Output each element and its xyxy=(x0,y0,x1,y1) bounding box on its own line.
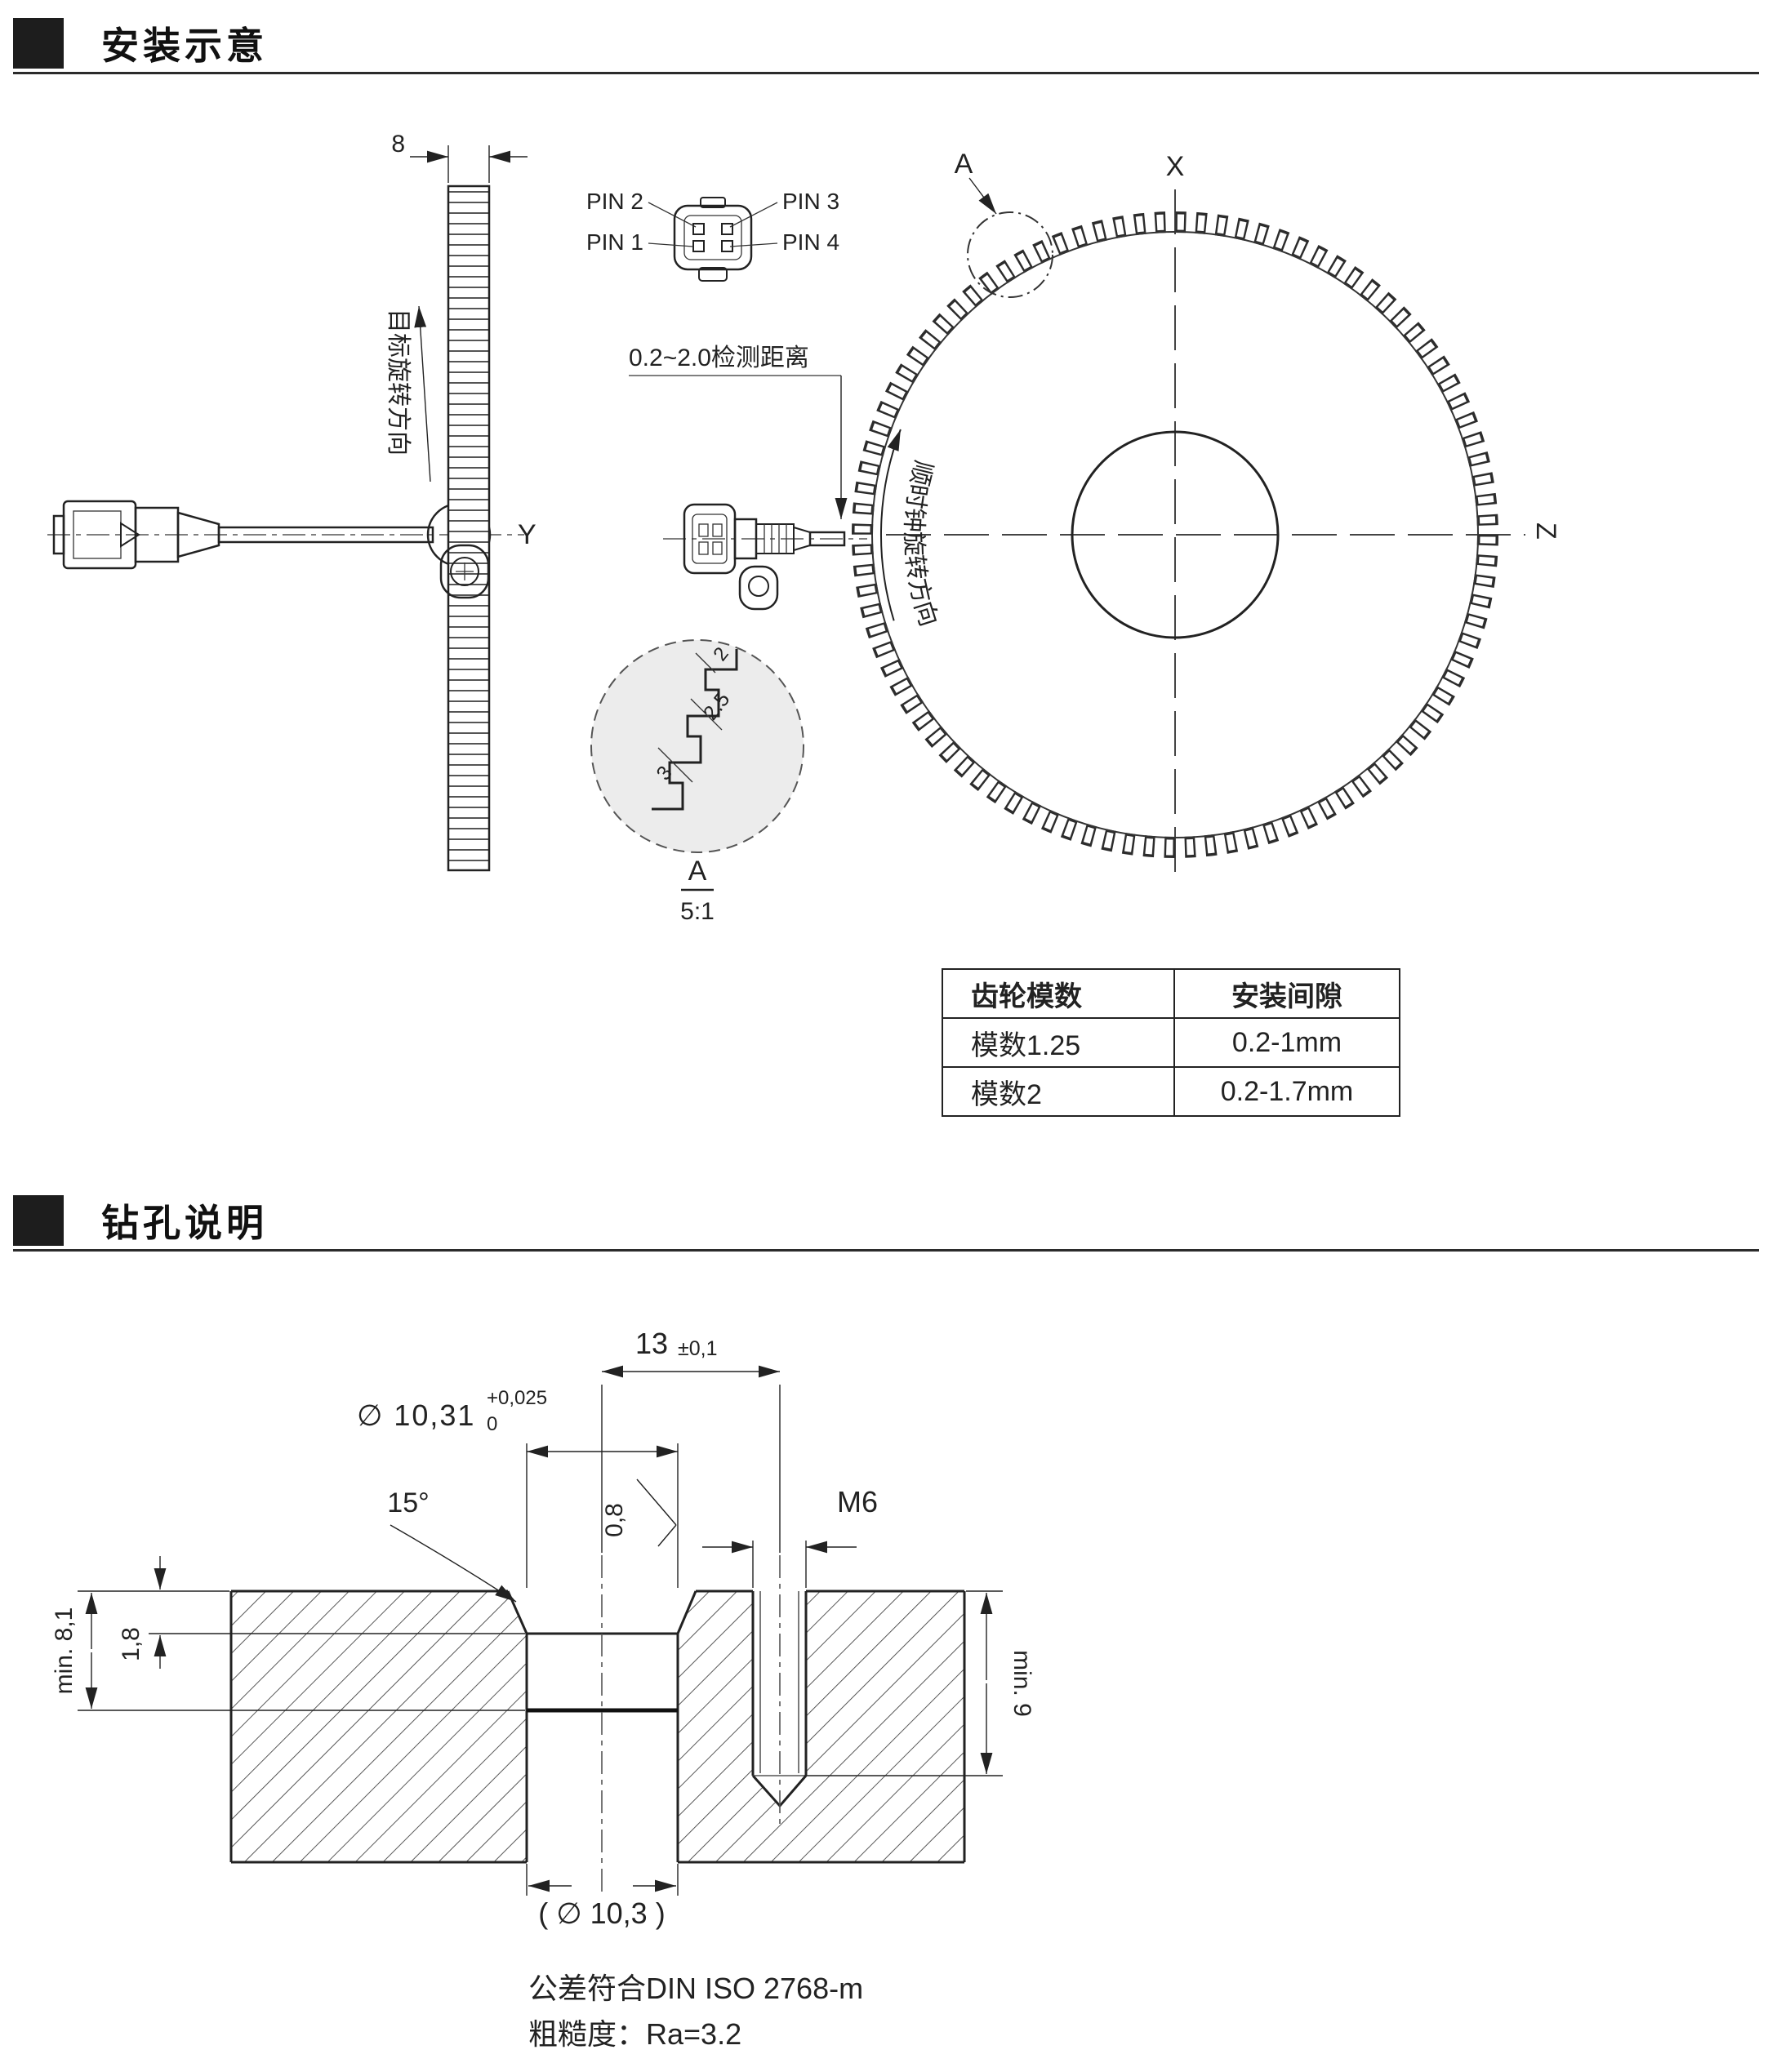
mounting-hole xyxy=(450,557,479,586)
connector-face-view: PIN 2 PIN 3 PIN 1 PIN 4 xyxy=(586,189,839,282)
pin-contact xyxy=(692,240,705,252)
axis-y-label: Y xyxy=(518,519,536,550)
bore-depth-value: min. 8,1 xyxy=(51,1607,78,1695)
pin1-label: PIN 1 xyxy=(586,229,643,255)
col-header-gap: 安装间隙 xyxy=(1173,968,1400,1019)
detail-view-circle xyxy=(590,639,804,853)
detail-callout-label: A xyxy=(955,149,973,180)
chamfer-angle-annotation: 15° xyxy=(387,1487,517,1603)
axis-z-label: Z xyxy=(1530,522,1561,540)
sensor-front-view xyxy=(663,503,867,611)
detail-title: A xyxy=(688,856,707,887)
rack-width-label: 8 xyxy=(391,131,405,158)
pin3-label: PIN 3 xyxy=(782,189,839,214)
drill-section-header: 钻孔说明 xyxy=(13,1194,268,1247)
table-row: 模数1.25 0.2-1mm xyxy=(942,1017,1400,1068)
detail-scale: 5:1 xyxy=(680,898,715,925)
cell-module: 模数2 xyxy=(942,1066,1175,1117)
gear-root-circle xyxy=(871,231,1479,838)
sensor-tip xyxy=(808,531,846,547)
bore-diameter-value: ∅ 10,31 xyxy=(357,1398,475,1432)
dimension-through-hole: ( ∅ 10,3 ) xyxy=(526,1864,679,1930)
col-header-module: 齿轮模数 xyxy=(942,968,1175,1019)
dim-13-tolerance: ±0,1 xyxy=(678,1337,717,1360)
tooth-profile xyxy=(652,649,738,811)
sensor-mounting-tab xyxy=(738,565,779,611)
detail-view-a: 2 2.5 3 A 5:1 xyxy=(590,639,804,925)
through-hole-value: ( ∅ 10,3 ) xyxy=(538,1896,665,1930)
dimension-thread: M6 xyxy=(702,1485,878,1588)
roughness-note: 粗糙度：Ra=3.2 xyxy=(528,2017,741,2051)
sensor-mounting-tab xyxy=(439,544,490,599)
dimension-chamfer-depth: 1,8 xyxy=(118,1556,525,1669)
hatched-material xyxy=(231,1591,964,1862)
surface-finish-symbol xyxy=(636,1478,677,1547)
table-row: 模数2 0.2-1.7mm xyxy=(942,1066,1400,1117)
cell-gap: 0.2-1.7mm xyxy=(1173,1066,1400,1117)
detection-distance-annotation: 0.2~2.0检测距离 xyxy=(629,345,848,519)
tolerance-note: 公差符合DIN ISO 2768-m xyxy=(528,1972,863,2005)
rotation-arrow-icon xyxy=(414,305,431,482)
rack-width-dimension: 8 xyxy=(391,131,528,183)
cell-module: 模数1.25 xyxy=(942,1017,1175,1068)
detail-boundary-circle xyxy=(967,211,1053,298)
pin4-label: PIN 4 xyxy=(782,229,839,255)
dimension-bore-depth: min. 8,1 xyxy=(51,1590,525,1711)
axis-x-label: X xyxy=(1166,151,1185,182)
drill-section-title: 钻孔说明 xyxy=(101,1202,268,1244)
install-section-header: 安装示意 xyxy=(13,16,268,70)
gear-hub-circle xyxy=(1071,430,1280,639)
pin2-label: PIN 2 xyxy=(586,189,643,214)
section-divider-line xyxy=(13,72,1759,74)
detection-distance-label: 0.2~2.0检测距离 xyxy=(629,345,809,371)
cell-gap: 0.2-1mm xyxy=(1173,1017,1400,1068)
section-outline xyxy=(229,1590,966,1864)
target-gear-wheel: X Z A 顺时钟旋转方向 xyxy=(852,149,1561,878)
chamfer-angle-value: 15° xyxy=(387,1487,429,1518)
thread-size-value: M6 xyxy=(837,1485,878,1518)
section-marker-square xyxy=(13,18,64,69)
table-header-row: 齿轮模数 安装间隙 xyxy=(942,968,1400,1019)
bore-tolerance-lower: 0 xyxy=(487,1413,497,1435)
chamfer-depth-value: 1,8 xyxy=(118,1627,145,1661)
bore-roughness-annotation: 0,8 xyxy=(601,1478,677,1547)
clockwise-rotation-label: 顺时钟旋转方向 xyxy=(900,458,942,629)
thread-depth-value: min. 9 xyxy=(1008,1650,1035,1717)
clockwise-arrow-icon xyxy=(879,429,902,621)
section-divider-line xyxy=(13,1249,1759,1252)
install-section-title: 安装示意 xyxy=(101,24,268,67)
gear-teeth-ring xyxy=(852,211,1498,858)
section-marker-square xyxy=(13,1195,64,1246)
bore-tolerance-upper: +0,025 xyxy=(487,1387,547,1409)
bore-roughness-value: 0,8 xyxy=(601,1503,628,1537)
gear-module-table: 齿轮模数 安装间隙 模数1.25 0.2-1mm 模数2 0.2-1.7mm xyxy=(942,968,1400,1117)
connector-latch-arrow-icon xyxy=(120,522,140,548)
mounting-hole xyxy=(748,576,769,597)
target-rotation-label: 目标旋转方向 xyxy=(385,309,412,456)
dimension-thread-depth: min. 9 xyxy=(804,1590,1035,1776)
pin-contact xyxy=(721,223,733,235)
drill-cross-section xyxy=(229,1555,966,1894)
dimension-bore: ∅ 10,31 +0,025 0 xyxy=(357,1387,679,1588)
dimension-13: 13 ±0,1 xyxy=(601,1327,781,1553)
target-rotation-annotation: 目标旋转方向 xyxy=(385,305,431,482)
pin-contact xyxy=(692,223,705,235)
svg-text:顺时钟旋转方向: 顺时钟旋转方向 xyxy=(900,458,942,629)
dim-13-value: 13 xyxy=(635,1327,668,1360)
gear-rack-strip xyxy=(447,185,491,872)
